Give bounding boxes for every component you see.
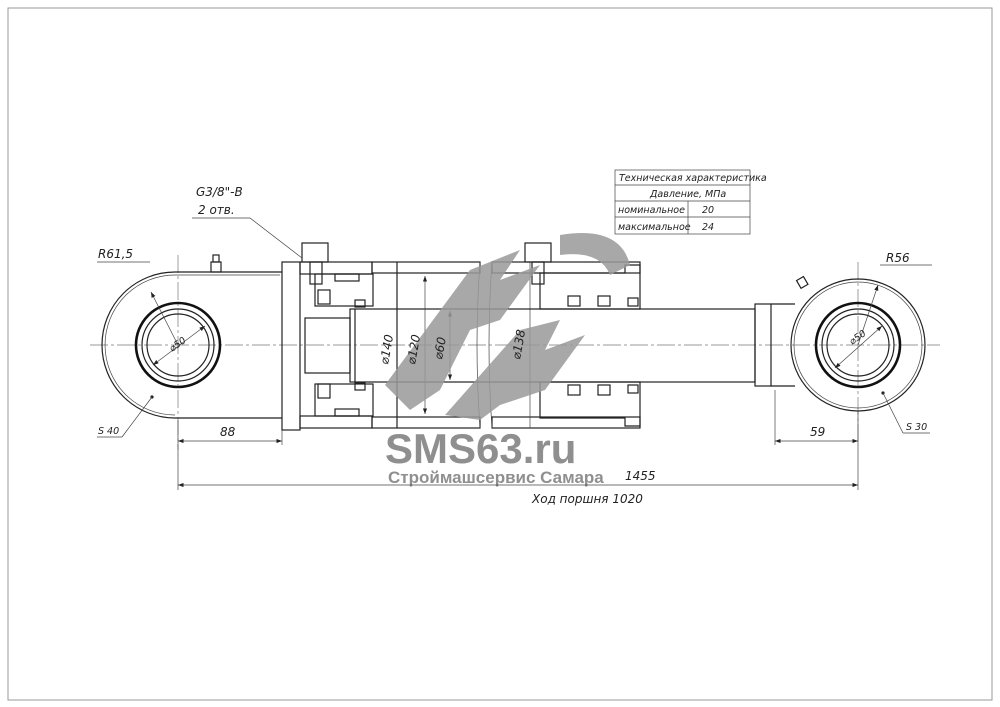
dimension-lines	[177, 390, 859, 490]
watermark-logo	[385, 233, 630, 420]
table-row-value: 24	[702, 222, 714, 233]
cylinder-end-cap	[281, 242, 374, 431]
port-thread-label: G3/8"-B	[196, 185, 243, 199]
rod-gland	[539, 264, 641, 427]
sheet-frame	[7, 7, 993, 701]
rod-dia: ⌀60	[431, 336, 449, 361]
left-radius-label: R61,5	[98, 247, 133, 261]
watermark-brand: SMS63.ru	[385, 425, 576, 472]
table-row-label: максимальное	[618, 222, 691, 233]
table-title: Техническая характеристика	[619, 173, 767, 184]
rear-clevis-eye	[101, 254, 282, 419]
stroke-dim: Ход поршня 1020	[531, 492, 643, 506]
left-offset-dim: 88	[220, 425, 236, 439]
tube-outer-dia: ⌀140	[377, 333, 396, 365]
table-row-label: номинальное	[618, 205, 685, 216]
right-offset-dim: 59	[810, 425, 825, 439]
watermark-company: Строймашсервис Самара	[388, 468, 604, 487]
table-pressure-header: Давление, МПа	[649, 189, 726, 200]
table-row-value: 20	[702, 205, 714, 216]
specification-table	[614, 169, 751, 235]
overall-length-dim: 1455	[625, 469, 656, 483]
leader-lines	[97, 217, 932, 438]
right-thickness-label: S 30	[906, 422, 927, 433]
bore-dia: ⌀120	[404, 333, 423, 365]
gland-dia: ⌀138	[509, 328, 528, 360]
port-count-label: 2 отв.	[198, 203, 235, 217]
right-radius-label: R56	[886, 251, 910, 265]
left-thickness-label: S 40	[98, 426, 119, 437]
rod-end-eye	[754, 275, 926, 412]
